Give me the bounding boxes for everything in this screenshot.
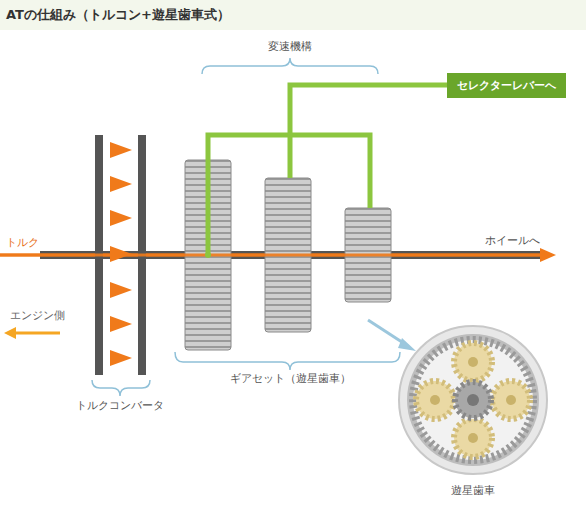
planet-hub	[430, 395, 440, 405]
planet-hub	[506, 395, 516, 405]
group-label: 変速機構	[268, 40, 312, 53]
bracket	[202, 58, 378, 74]
arrow-head	[398, 338, 416, 351]
planet-hub	[468, 357, 478, 367]
planet-gear	[416, 381, 454, 419]
direction-label: ホイールへ	[483, 234, 542, 247]
engine-arrow	[14, 332, 60, 335]
torque-arrow	[0, 254, 545, 257]
selector-link	[208, 85, 448, 255]
arrow-head	[4, 327, 16, 339]
planet-gear	[454, 419, 492, 457]
title: ATの仕組み（トルコン+遊星歯車式）	[6, 6, 230, 24]
part-label: トルクコンバータ	[76, 399, 164, 412]
node-text: セレクターレバーへ	[457, 78, 556, 93]
link-joint	[205, 252, 211, 258]
bracket	[175, 352, 400, 370]
torque-line	[0, 254, 545, 257]
planet-hub	[468, 433, 478, 443]
part-label: 遊星歯車	[451, 484, 495, 497]
bracket	[92, 380, 150, 396]
direction-label: エンジン側	[10, 309, 65, 322]
part-label: ギアセット（遊星歯車）	[230, 372, 351, 385]
planet-gear	[492, 381, 530, 419]
planetary-gear	[399, 326, 547, 474]
flow-label: トルク	[4, 236, 41, 249]
planet-gear	[454, 343, 492, 381]
title-band	[0, 0, 586, 30]
selector-box: セレクターレバーへ	[447, 73, 566, 98]
